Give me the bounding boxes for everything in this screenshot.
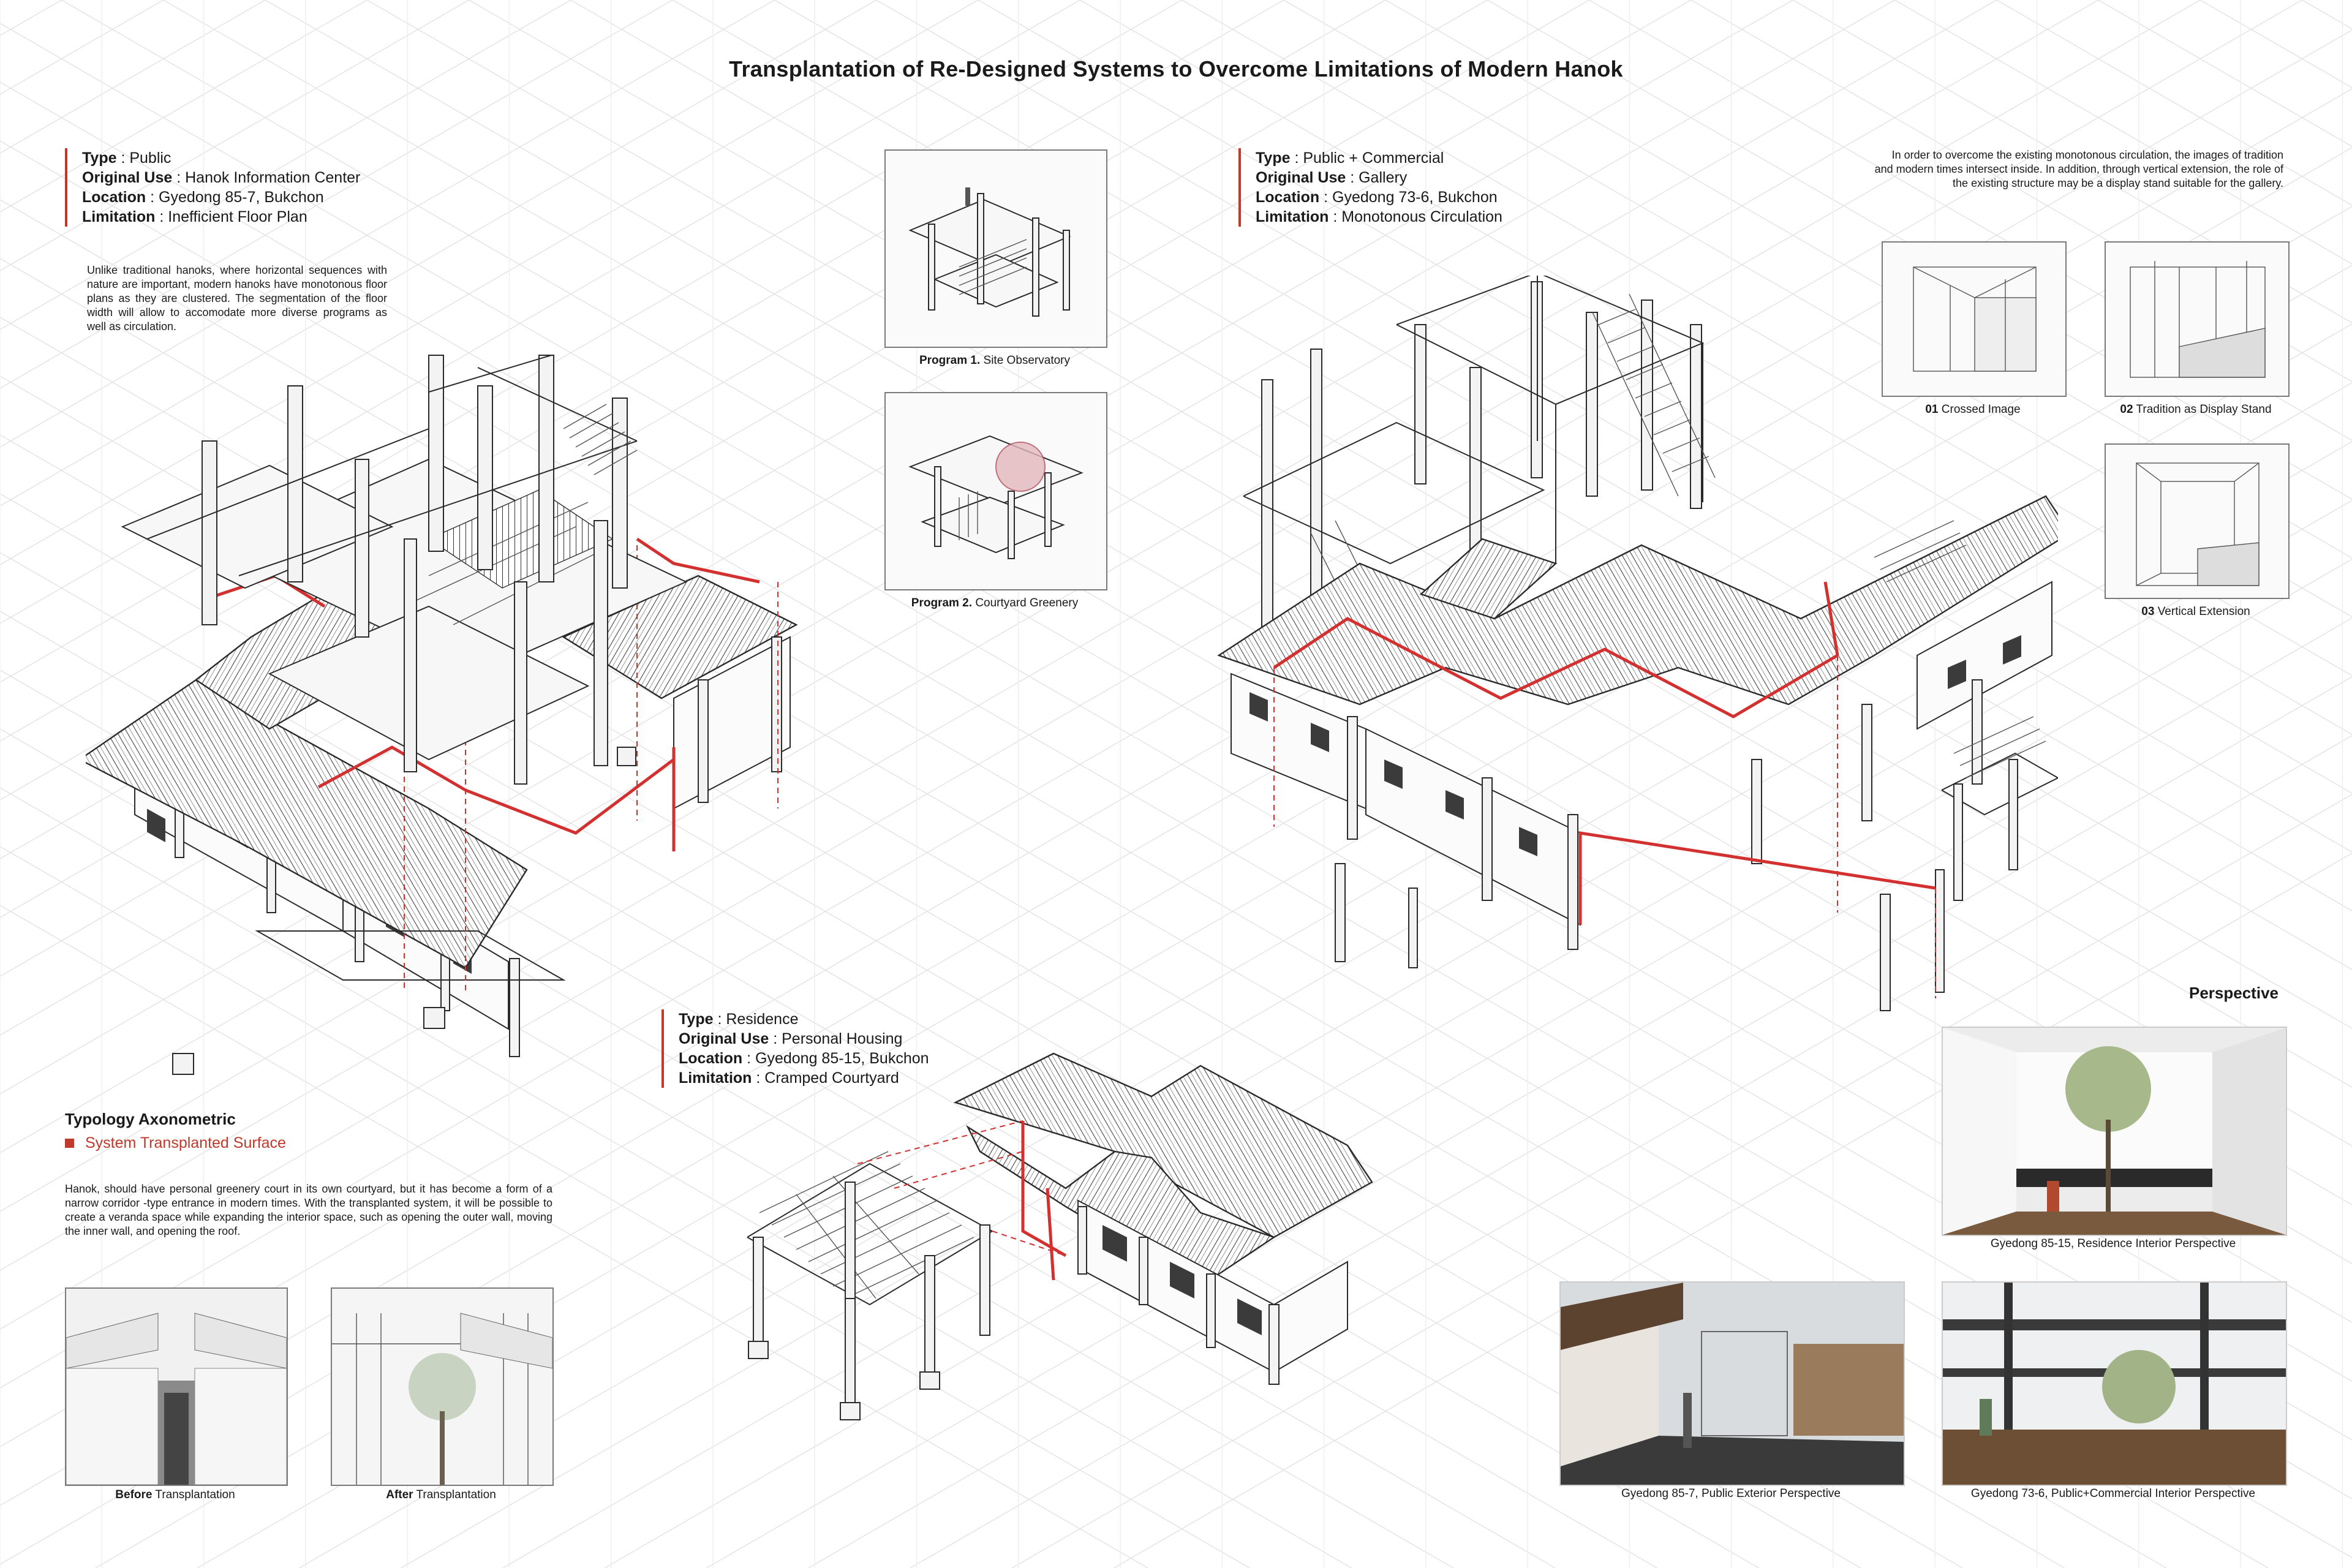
residence-type: Residence [726, 1011, 799, 1028]
public-exterior-perspective-image [1559, 1281, 1905, 1486]
public-description: Unlike traditional hanoks, where horizon… [87, 264, 387, 333]
concept-1-caption: 01 Crossed Image [1925, 403, 2021, 416]
residence-original-use: Personal Housing [782, 1030, 903, 1047]
courtyard-greenery-sketch [908, 435, 1084, 559]
residence-perspective-image [1942, 1027, 2287, 1236]
public-limitation: Inefficient Floor Plan [168, 208, 307, 225]
after-caption: After Transplantation [386, 1488, 496, 1501]
program-1-caption: Program 1. Site Observatory [919, 354, 1071, 367]
legend-swatch [65, 1139, 74, 1148]
before-transplantation-image [65, 1287, 288, 1486]
page-title: Transplantation of Re-Designed Systems t… [729, 56, 1623, 81]
residence-interior-render [1943, 1028, 2286, 1235]
before-caption: Before Transplantation [115, 1488, 235, 1501]
program-2-image [884, 392, 1107, 590]
after-sketch [332, 1289, 552, 1485]
residence-info-block: Type : Residence Original Use : Personal… [662, 1009, 1022, 1088]
commercial-limitation: Monotonous Circulation [1341, 208, 1502, 225]
commercial-hanok-axonometric [1217, 276, 2058, 1011]
commercial-original-use: Gallery [1359, 169, 1408, 186]
perspective-title: Perspective [2189, 984, 2278, 1002]
typology-description: Hanok, should have personal greenery cou… [65, 1183, 552, 1237]
public-location: Gyedong 85-7, Bukchon [159, 189, 324, 206]
commercial-info-block: Type : Public + Commercial Original Use … [1238, 148, 1599, 227]
concept-2-caption: 02 Tradition as Display Stand [2120, 403, 2272, 416]
public-original-use: Hanok Information Center [185, 169, 361, 186]
public-exterior-render [1561, 1283, 1904, 1485]
commercial-interior-render [1943, 1283, 2286, 1485]
site-observatory-sketch [908, 187, 1071, 317]
before-sketch [66, 1289, 287, 1485]
public-exterior-perspective-caption: Gyedong 85-7, Public Exterior Perspectiv… [1621, 1487, 1841, 1500]
residence-hanok-axonometric [747, 1052, 1373, 1420]
concept-3-caption: 03 Vertical Extension [2141, 605, 2250, 618]
public-type: Public [129, 149, 172, 167]
commercial-location: Gyedong 73-6, Bukchon [1332, 189, 1498, 206]
residence-limitation: Cramped Courtyard [764, 1069, 899, 1087]
commercial-interior-perspective-image [1942, 1281, 2287, 1486]
concept-3-image [2105, 443, 2290, 599]
typology-title: Typology Axonometric [65, 1110, 236, 1128]
concept-2-image [2105, 241, 2290, 397]
commercial-interior-perspective-caption: Gyedong 73-6, Public+Commercial Interior… [1970, 1487, 2256, 1500]
commercial-description: In order to overcome the existing monoto… [1874, 149, 2283, 189]
residence-perspective-caption: Gyedong 85-15, Residence Interior Perspe… [1990, 1237, 2236, 1250]
commercial-type: Public + Commercial [1303, 149, 1444, 167]
residence-location: Gyedong 85-15, Bukchon [755, 1050, 929, 1067]
legend-system-transplanted-surface: System Transplanted Surface [65, 1134, 286, 1152]
program-2-caption: Program 2. Courtyard Greenery [911, 597, 1079, 609]
concept-1-image [1882, 241, 2067, 397]
public-hanok-axonometric [86, 355, 798, 1075]
crossed-image-sketch [1913, 266, 2037, 372]
public-info-block: Type : Public Original Use : Hanok Infor… [65, 148, 425, 227]
after-transplantation-image [331, 1287, 554, 1486]
vertical-extension-sketch [2136, 462, 2260, 586]
program-1-image [884, 149, 1107, 348]
tradition-display-stand-sketch [2130, 261, 2266, 378]
